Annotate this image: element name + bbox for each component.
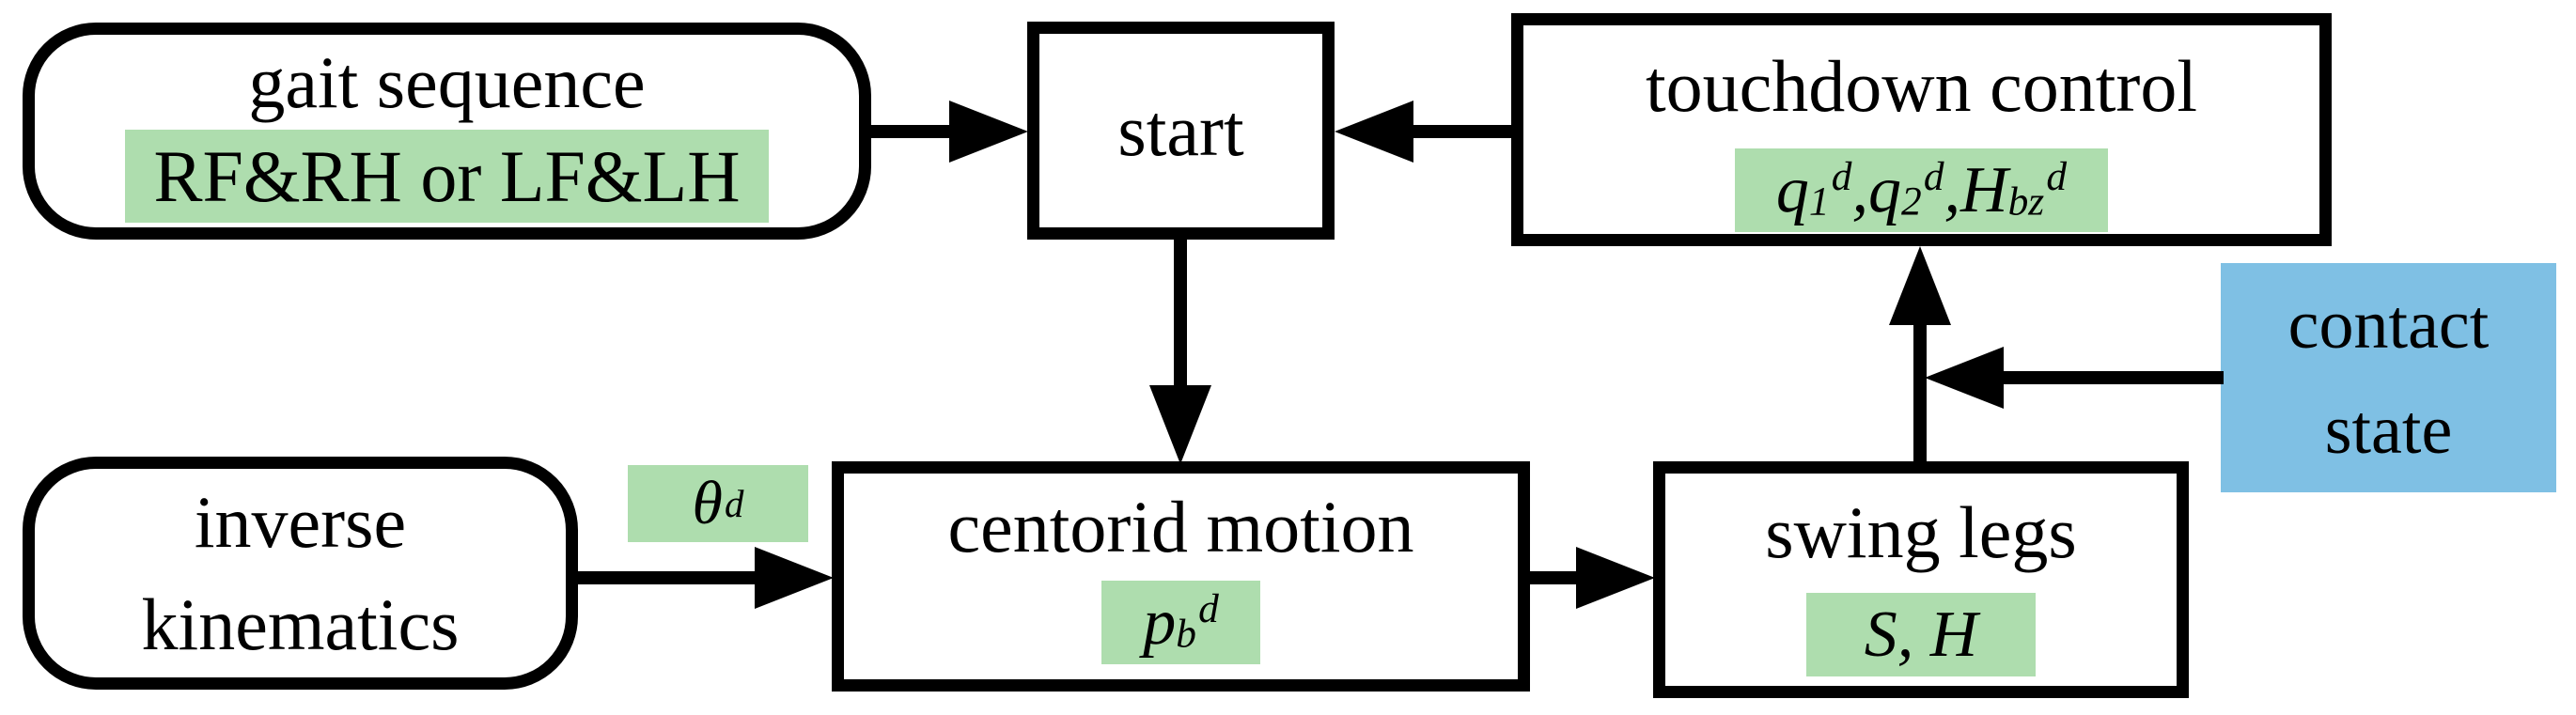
touchdown-control-label: touchdown control bbox=[1645, 45, 2198, 128]
arrow-swing-to-touchdown-line bbox=[1913, 321, 1927, 464]
contact-state-line2: state bbox=[2324, 392, 2453, 469]
node-touchdown-control: touchdown control q1d,q2d,Hbzd bbox=[1511, 13, 2332, 246]
arrow-swing-to-touchdown-head bbox=[1889, 246, 1951, 325]
centorid-motion-label: centorid motion bbox=[947, 485, 1414, 567]
arrow-contact-to-junction-line bbox=[1998, 371, 2224, 384]
node-inverse-kinematics: inverse kinematics bbox=[23, 457, 578, 690]
arrow-start-to-centorid-line bbox=[1174, 235, 1187, 387]
arrow-touchdown-to-start-line bbox=[1406, 125, 1515, 138]
touchdown-control-formula: q1d,q2d,Hbzd bbox=[1734, 148, 2109, 232]
arrow-contact-to-junction-head bbox=[1925, 347, 2004, 409]
arrow-centorid-to-swing-line bbox=[1522, 571, 1579, 584]
gait-sequence-label: gait sequence bbox=[248, 40, 646, 123]
node-swing-legs: swing legs S, H bbox=[1653, 461, 2189, 698]
inverse-kinematics-line1: inverse bbox=[194, 480, 407, 563]
arrow-centorid-to-swing-head bbox=[1576, 547, 1655, 609]
node-start: start bbox=[1027, 22, 1335, 240]
arrow-gait-to-start-line bbox=[865, 125, 959, 138]
arrow-inverse-to-centorid-head bbox=[755, 547, 834, 609]
centorid-motion-formula: pbd bbox=[1101, 580, 1260, 664]
gait-sequence-value: RF&RH or LF&LH bbox=[125, 129, 769, 224]
swing-legs-label: swing legs bbox=[1765, 491, 2077, 574]
swing-legs-value: S, H bbox=[1805, 592, 2037, 676]
node-contact-state: contact state bbox=[2221, 263, 2556, 492]
arrow-start-to-centorid-head bbox=[1149, 385, 1211, 464]
arrow-touchdown-to-start-head bbox=[1335, 101, 1413, 163]
arrow-gait-to-start-head bbox=[949, 101, 1028, 163]
node-centorid-motion: centorid motion pbd bbox=[832, 461, 1530, 692]
contact-state-line1: contact bbox=[2287, 286, 2490, 364]
arrow-inverse-to-centorid-line bbox=[569, 571, 758, 584]
inverse-kinematics-line2: kinematics bbox=[141, 583, 460, 665]
node-gait-sequence: gait sequence RF&RH or LF&LH bbox=[23, 23, 871, 240]
start-label: start bbox=[1117, 88, 1244, 171]
